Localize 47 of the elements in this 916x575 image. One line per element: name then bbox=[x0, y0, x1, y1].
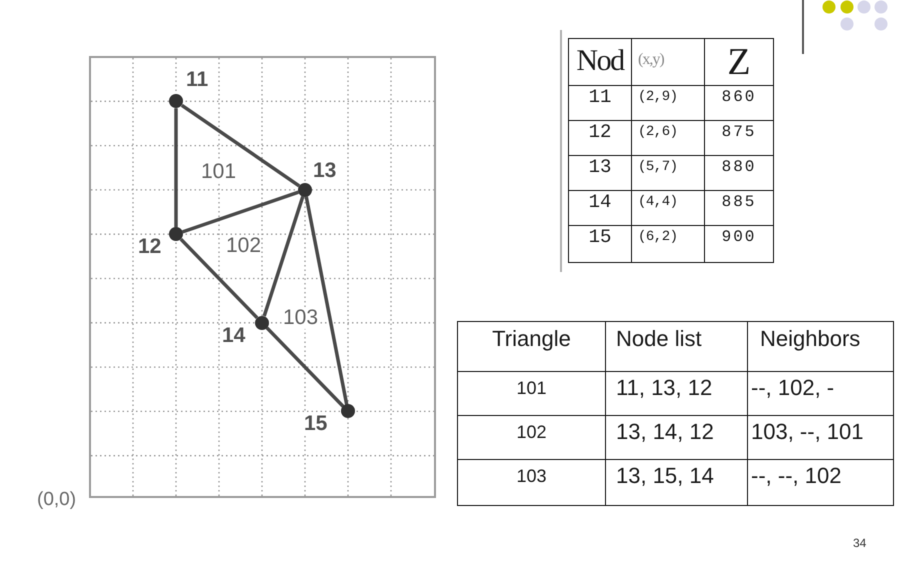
table-cell: 860 bbox=[704, 86, 774, 120]
table-cell: 11, 13, 12 bbox=[606, 372, 748, 416]
triangle-label: 103 bbox=[283, 307, 318, 329]
column-header: Nod bbox=[568, 38, 632, 86]
edge-line bbox=[180, 238, 258, 320]
origin-label: (0,0) bbox=[37, 489, 76, 511]
table-cell: (6,2) bbox=[632, 226, 704, 262]
table-cell: --, 102, - bbox=[748, 372, 894, 416]
table-cell: 875 bbox=[704, 120, 774, 156]
table-cell: 102 bbox=[458, 416, 606, 460]
table-cell: 885 bbox=[704, 190, 774, 226]
table-cell: 13 bbox=[568, 156, 632, 190]
table-cell: 103, --, 101 bbox=[748, 416, 894, 460]
table-cell: (2,9) bbox=[632, 86, 704, 120]
table-cell: 13, 14, 12 bbox=[606, 416, 748, 460]
point-icon bbox=[255, 316, 269, 330]
table-cell: 12 bbox=[568, 120, 632, 156]
table-cell: 13, 15, 14 bbox=[606, 460, 748, 506]
table-cell: (2,6) bbox=[632, 120, 704, 156]
table-cell: (4,4) bbox=[632, 190, 704, 226]
point-icon bbox=[341, 404, 355, 418]
edge-line bbox=[180, 104, 300, 188]
edge-line bbox=[304, 196, 348, 405]
page-number: 34 bbox=[853, 536, 866, 550]
column-header: Triangle bbox=[458, 322, 606, 372]
point-icon bbox=[169, 94, 183, 108]
edge-line bbox=[174, 108, 178, 228]
edge-line bbox=[182, 190, 299, 234]
point-label: 15 bbox=[304, 413, 328, 436]
table-cell: 880 bbox=[704, 156, 774, 190]
table-cell: 900 bbox=[704, 226, 774, 262]
column-header: (x,y) bbox=[632, 38, 704, 86]
point-icon bbox=[298, 182, 312, 197]
table-cell: 11 bbox=[568, 86, 632, 120]
triangle-label: 101 bbox=[201, 161, 236, 183]
column-header: Node list bbox=[606, 322, 748, 372]
table-cell: (5,7) bbox=[632, 156, 704, 190]
table-cell: --, --, 102 bbox=[748, 460, 894, 506]
column-header: Z bbox=[704, 38, 774, 86]
table-cell: 101 bbox=[458, 372, 606, 416]
edge-line bbox=[266, 326, 344, 408]
table-cell: 103 bbox=[458, 460, 606, 506]
table-cell: 15 bbox=[568, 226, 632, 262]
edge-line bbox=[262, 196, 304, 317]
column-header: Neighbors bbox=[748, 322, 894, 372]
point-icon bbox=[169, 227, 183, 242]
table-cell: 14 bbox=[568, 190, 632, 226]
